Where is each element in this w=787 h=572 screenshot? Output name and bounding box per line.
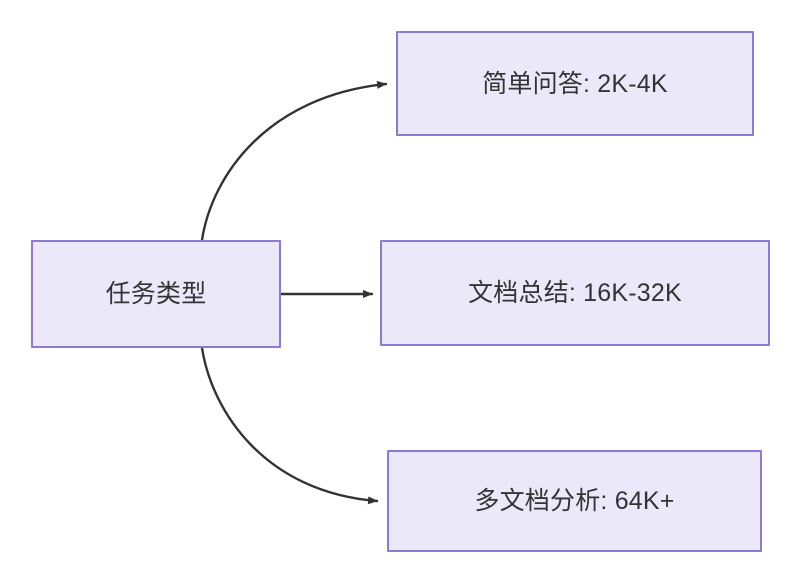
node-doc-summary[interactable]: 文档总结: 16K-32K [380,240,770,346]
node-multi-doc[interactable]: 多文档分析: 64K+ [387,450,762,552]
edge-task-type-to-simple-qa [200,80,388,242]
node-simple-qa-label: 简单问答: 2K-4K [482,69,668,98]
edge-task-type-to-multi-doc [200,346,379,505]
node-task-type[interactable]: 任务类型 [31,240,281,348]
node-multi-doc-label: 多文档分析: 64K+ [474,487,675,515]
node-task-type-label: 任务类型 [105,280,207,308]
node-simple-qa[interactable]: 简单问答: 2K-4K [396,31,754,136]
node-doc-summary-label: 文档总结: 16K-32K [468,279,682,307]
